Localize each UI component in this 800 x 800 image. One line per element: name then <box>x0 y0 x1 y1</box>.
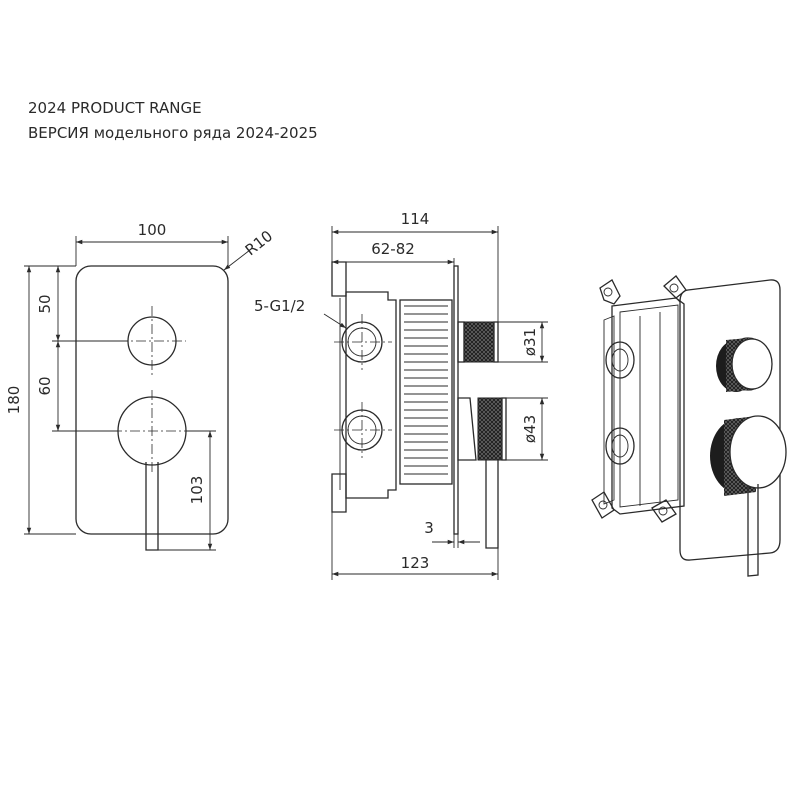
version-subtitle: ВЕРСИЯ модельного ряда 2024-2025 <box>28 124 318 142</box>
iso-plate <box>679 279 781 561</box>
dim-height: 180 <box>5 386 23 415</box>
ear-top-right <box>663 275 687 299</box>
lever <box>145 462 159 551</box>
iso-view <box>591 275 787 577</box>
dim-radius: R10 <box>242 227 276 259</box>
dim-depth-total: 114 <box>401 210 430 228</box>
ear-bottom-right <box>651 499 677 523</box>
front-plate <box>75 265 229 535</box>
header: 2024 PRODUCT RANGE ВЕРСИЯ модельного ряд… <box>28 96 318 146</box>
dim-plate: 3 <box>424 519 434 537</box>
valve-body <box>345 291 397 499</box>
iso-port-lower <box>605 427 635 465</box>
dim-top-offset: 50 <box>36 294 54 313</box>
iso-lever <box>747 484 759 577</box>
dim-overall: 123 <box>401 554 430 572</box>
dim-knob-large: ø43 <box>521 415 539 443</box>
knob-small-knurl <box>463 321 495 363</box>
ear-bottom-left <box>591 491 615 519</box>
thread-lines <box>404 305 448 475</box>
knob-large-knurl <box>477 397 503 461</box>
dim-depth-range: 62-82 <box>371 240 415 258</box>
dim-lever-height: 103 <box>188 476 206 505</box>
dim-knob-small: ø31 <box>521 328 539 356</box>
product-range-title: 2024 PRODUCT RANGE <box>28 99 202 117</box>
ear-top-left <box>599 279 621 305</box>
side-view: 114 62-82 5-G1/2 ø31 ø43 3 123 <box>254 210 548 580</box>
dim-connections: 5-G1/2 <box>254 297 305 315</box>
front-view: 100 R10 180 50 60 103 <box>5 221 276 551</box>
threaded-sleeve <box>399 299 453 485</box>
iso-box <box>611 297 685 515</box>
dim-width: 100 <box>138 221 167 239</box>
side-lever <box>485 460 499 549</box>
iso-port-upper <box>605 341 635 379</box>
dim-spacing: 60 <box>36 376 54 395</box>
